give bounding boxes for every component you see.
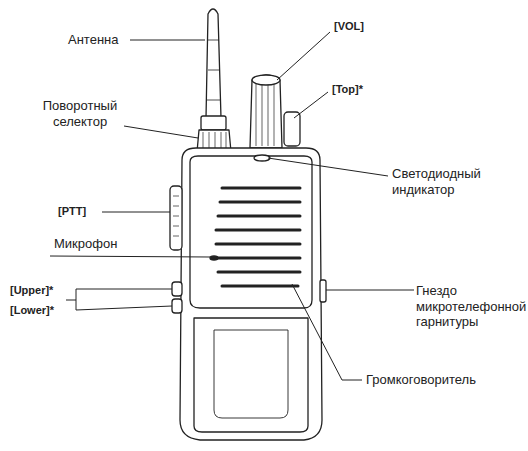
part-label: Поворотный селектор — [32, 98, 128, 129]
button-label: [Top]* — [332, 83, 363, 96]
button-label: [Lower]* — [10, 304, 54, 317]
part-label: Гнездо микротелефонной гарнитуры — [416, 283, 524, 330]
button-label: [VOL] — [334, 20, 364, 33]
part-label: Громкоговоритель — [366, 372, 476, 388]
button-label: [PTT] — [58, 205, 86, 218]
leader-lines — [50, 32, 414, 380]
part-label: Микрофон — [54, 236, 117, 252]
part-label: Антенна — [68, 32, 118, 48]
part-label: Светодиодный индикатор — [392, 166, 502, 197]
button-label: [Upper]* — [10, 284, 53, 297]
